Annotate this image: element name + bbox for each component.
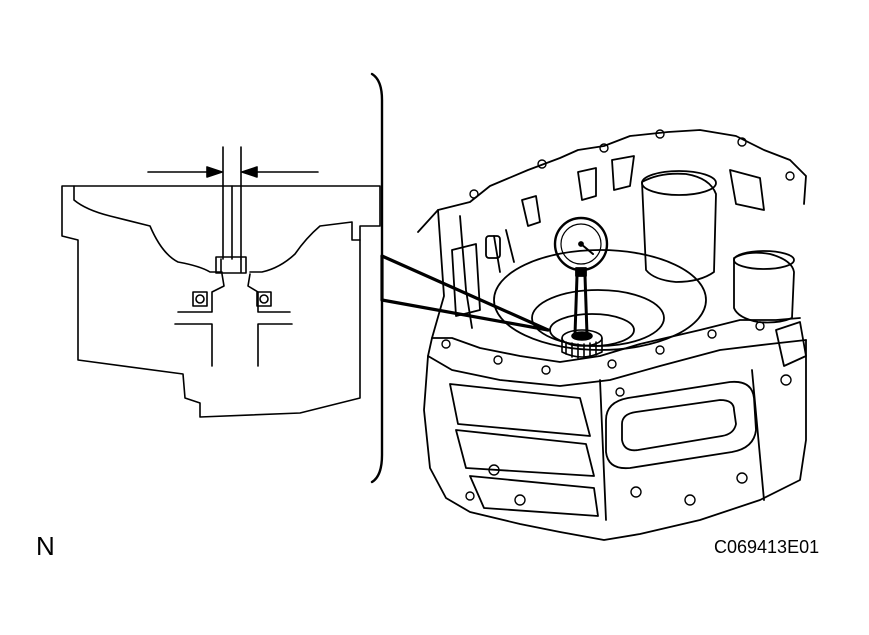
- callout-leader: [380, 254, 550, 332]
- flange-bolt-holes: [441, 129, 795, 375]
- view-identifier-label: N: [36, 531, 55, 561]
- dial-gauge: [553, 216, 609, 336]
- boss-side: [733, 251, 795, 324]
- bearing-right: [256, 291, 272, 307]
- case-lower-body: [423, 339, 807, 541]
- side-window: [605, 380, 757, 470]
- case-upper-outline: [417, 129, 807, 233]
- housing-outline: [61, 185, 381, 418]
- housing-cavity: [73, 185, 361, 273]
- cross-section-detail: [61, 146, 381, 418]
- output-gear: [561, 329, 603, 359]
- figure-code-label: C069413E01: [714, 537, 820, 557]
- dimension-arrow-left: [206, 166, 223, 178]
- bearing-left: [192, 291, 208, 307]
- case-flange: [427, 317, 807, 387]
- dimension-arrow-right: [241, 166, 258, 178]
- transaxle-case: [417, 129, 807, 541]
- gauge-head: [215, 256, 247, 274]
- shaft-section: [174, 273, 293, 367]
- boss-tower: [641, 172, 717, 283]
